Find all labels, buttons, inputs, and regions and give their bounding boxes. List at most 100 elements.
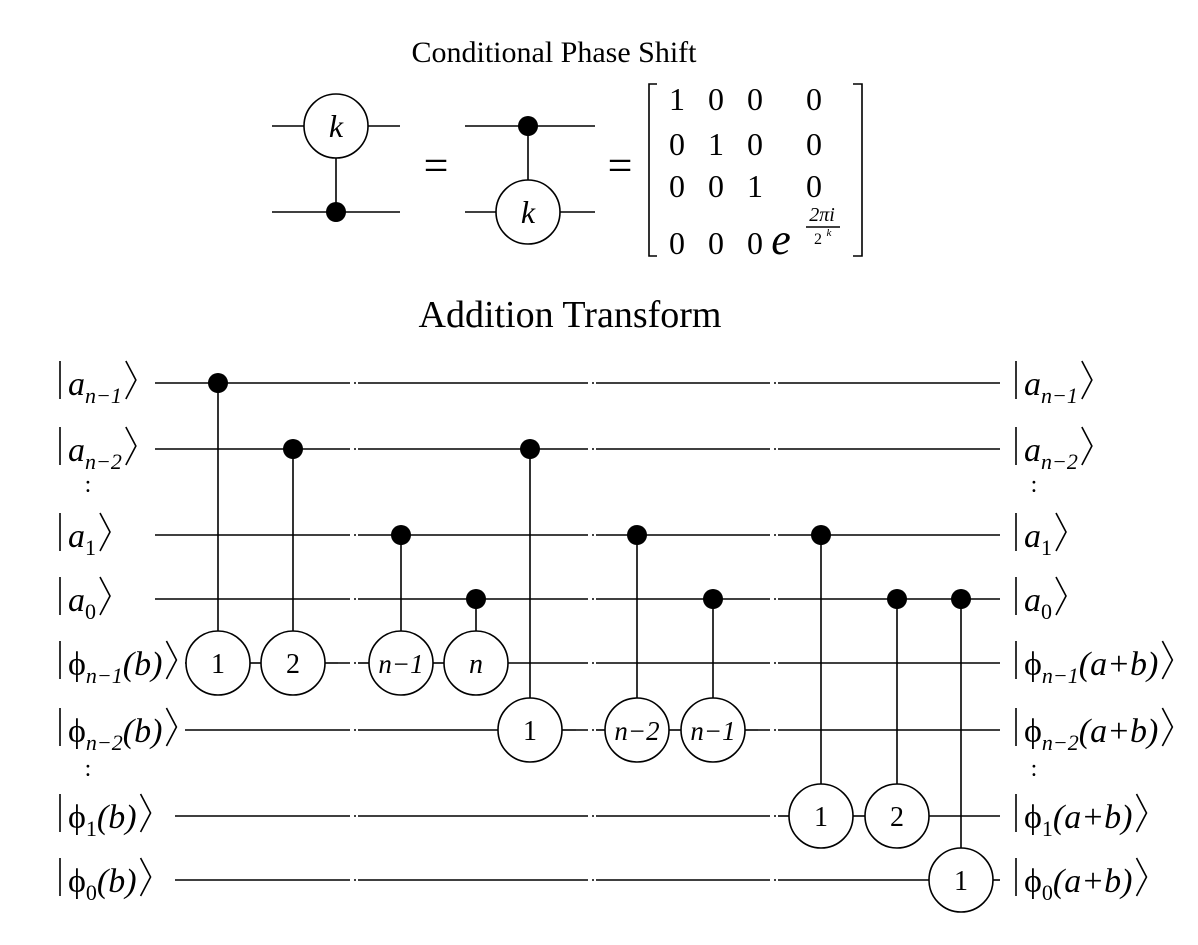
control-dot (466, 589, 486, 609)
output-ket: an−2 (1015, 426, 1093, 474)
phase-gate-label: n−2 (614, 716, 659, 746)
matrix-cell: 0 (747, 81, 763, 117)
input-ket: ϕ0(b) (59, 857, 152, 905)
control-dot (518, 116, 538, 136)
svg-text:a0: a0 (1024, 582, 1052, 624)
matrix-cell: 0 (806, 168, 822, 204)
matrix-cell: 0 (806, 126, 822, 162)
svg-text:ϕ1(b): ϕ1(b) (68, 799, 137, 841)
matrix-cell: 0 (669, 126, 685, 162)
phase-gate-label: 1 (523, 716, 537, 747)
control-dot (391, 525, 411, 545)
vertical-ellipsis: : (85, 472, 92, 498)
phase-gate (788, 783, 854, 849)
output-ket: ϕ0(a+b) (1015, 857, 1148, 905)
addition-circuit: 1 2 n−1 n 1 n−2 n−1 1 2 1 an−1 an−2 a1 a0 ϕn−1(b) ϕn−2… (59, 360, 1174, 913)
vertical-ellipsis: : (1031, 756, 1038, 782)
matrix-cell: 0 (708, 168, 724, 204)
phase-gate (185, 630, 251, 696)
svg-text:ϕn−2(a+b): ϕn−2(a+b) (1024, 713, 1158, 755)
phase-gate (864, 783, 930, 849)
svg-text:ϕ0(b): ϕ0(b) (68, 863, 137, 905)
svg-text:an−2: an−2 (1024, 432, 1078, 474)
matrix-cell: 1 (669, 81, 685, 117)
equals-sign: = (608, 141, 633, 190)
input-ket: an−2 (59, 426, 137, 474)
input-ket: ϕ1(b) (59, 793, 152, 841)
phase-gate-label: 2 (890, 802, 904, 833)
output-ket: ϕn−2(a+b) (1015, 707, 1174, 755)
svg-text:an−2: an−2 (68, 432, 122, 474)
output-ket: an−1 (1015, 360, 1093, 408)
phase-gate (303, 93, 369, 159)
matrix-cell: 1 (747, 168, 763, 204)
phase-gate-label: 2 (286, 649, 300, 680)
phase-gate (368, 630, 434, 696)
phase-gate (604, 697, 670, 763)
phase-shift-circuit-left: k (272, 93, 400, 222)
matrix-cell: 0 (708, 225, 724, 261)
phase-shift-title: Conditional Phase Shift (412, 36, 698, 69)
svg-text:a1: a1 (1024, 518, 1052, 560)
input-ket: a1 (59, 512, 111, 560)
phase-gate-label: n (469, 649, 483, 680)
exponent-numerator: 2πi (809, 204, 835, 226)
phase-gate (495, 179, 561, 245)
phase-gate (443, 630, 509, 696)
svg-text:an−1: an−1 (68, 366, 122, 408)
vertical-ellipsis: : (1031, 472, 1038, 498)
phase-shift-circuit-right: k (465, 116, 595, 245)
control-dot (703, 589, 723, 609)
svg-text:an−1: an−1 (1024, 366, 1078, 408)
phase-gate-label: 1 (814, 802, 828, 833)
matrix-cell: e (771, 215, 791, 264)
svg-text:ϕ1(a+b): ϕ1(a+b) (1024, 799, 1133, 841)
equals-sign: = (424, 141, 449, 190)
svg-text:ϕn−1(a+b): ϕn−1(a+b) (1024, 646, 1158, 688)
vertical-ellipsis: : (85, 756, 92, 782)
matrix-cell: 0 (747, 126, 763, 162)
control-dot (627, 525, 647, 545)
matrix-cell: 0 (708, 81, 724, 117)
control-dot (887, 589, 907, 609)
matrix-cell: 0 (747, 225, 763, 261)
output-ket: a1 (1015, 512, 1067, 560)
addition-title: Addition Transform (419, 294, 722, 336)
control-dot (951, 589, 971, 609)
phase-gate (680, 697, 746, 763)
input-ket: a0 (59, 576, 111, 624)
svg-text:a0: a0 (68, 582, 96, 624)
exponent-denominator-power: k (827, 227, 833, 239)
phase-gate (497, 697, 563, 763)
matrix-cell: 1 (708, 126, 724, 162)
control-dot (208, 373, 228, 393)
matrix-right-bracket (853, 83, 863, 257)
control-dot (326, 202, 346, 222)
phase-gate-label: k (329, 108, 344, 144)
phase-gate-label: n−1 (690, 716, 735, 746)
matrix-left-bracket (648, 83, 657, 257)
control-dot (283, 439, 303, 459)
output-ket: ϕ1(a+b) (1015, 793, 1148, 841)
input-ket: ϕn−2(b) (59, 707, 178, 755)
phase-gate-label: 1 (211, 649, 225, 680)
control-dot (811, 525, 831, 545)
phase-gate (928, 847, 994, 913)
svg-text:ϕn−1(b): ϕn−1(b) (68, 646, 162, 688)
phase-gate-label: n−1 (378, 649, 423, 679)
exponent-denominator-base: 2 (814, 231, 822, 248)
svg-text:ϕ0(a+b): ϕ0(a+b) (1024, 863, 1133, 905)
svg-text:a1: a1 (68, 518, 96, 560)
matrix-cell: 0 (669, 168, 685, 204)
matrix-cell: 0 (806, 81, 822, 117)
phase-gate-label: k (521, 194, 536, 230)
phase-gate (260, 630, 326, 696)
control-dot (520, 439, 540, 459)
matrix-cell: 0 (669, 225, 685, 261)
input-ket: ϕn−1(b) (59, 640, 178, 688)
phase-gate-label: 1 (954, 866, 968, 897)
svg-text:ϕn−2(b): ϕn−2(b) (68, 713, 162, 755)
output-ket: a0 (1015, 576, 1067, 624)
